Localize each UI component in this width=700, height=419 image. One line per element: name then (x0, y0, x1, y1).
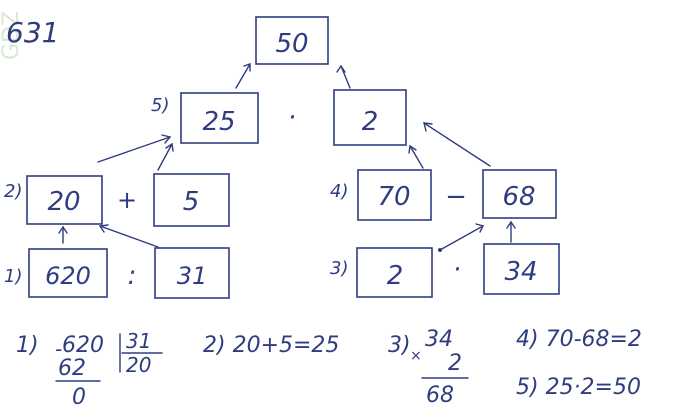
value-step3-right: 34 (504, 257, 537, 287)
label-step5: 5) (151, 95, 169, 116)
op-step4: − (445, 182, 467, 212)
solution1-dividend: 620 (62, 333, 104, 358)
solution1-quotient: 20 (126, 353, 151, 377)
box-step5-right (333, 89, 407, 146)
box-step1-left (28, 248, 108, 298)
tree-arrows (58, 63, 516, 252)
solution3-result: 68 (426, 383, 454, 408)
solution3-mult: 2 (448, 351, 462, 376)
box-step5-left (180, 92, 259, 144)
solution1-subtrahend: 62 (58, 356, 86, 381)
box-step2-right (153, 173, 230, 227)
solution-2: 2) 20+5=25 (203, 333, 339, 358)
value-step2-left: 20 (47, 187, 80, 217)
op-step2: + (117, 186, 137, 214)
arrow-2-to-68 (439, 225, 484, 251)
box-step2-left (26, 175, 103, 225)
value-step5-left: 25 (202, 107, 235, 137)
solution-1-division: 1) - 620 31 20 62 0 (16, 329, 163, 410)
box-step1-right (154, 247, 230, 299)
watermark: GDZ (0, 11, 24, 60)
solution-4: 4) 70-68=2 (516, 327, 642, 352)
label-step3: 3) (330, 258, 348, 279)
solution3-top: 34 (425, 327, 453, 352)
value-step5-right: 2 (362, 107, 379, 137)
arrow-25-to-50 (235, 63, 251, 89)
box-step3-left (356, 247, 433, 298)
value-step4-left: 70 (377, 182, 410, 212)
solution1-remainder: 0 (72, 385, 86, 410)
label-step2: 2) (4, 181, 22, 202)
box-step3-right (483, 243, 560, 295)
box-step4-right (482, 169, 557, 219)
solution-3-multiplication: 3) × 34 2 68 (388, 327, 469, 408)
solution-5: 5) 25·2=50 (516, 375, 641, 400)
solution3-times: × (410, 348, 422, 364)
value-step3-left: 2 (387, 261, 404, 291)
label-step1: 1) (4, 266, 22, 287)
arrow-5-to-25 (157, 143, 173, 171)
label-step4: 4) (330, 181, 348, 202)
solution1-minus: - (55, 337, 62, 361)
op-step3: · (453, 255, 461, 285)
arrow-70-to-2 (409, 145, 424, 169)
value-step1-left: 620 (45, 262, 91, 290)
op-step5: · (288, 103, 296, 133)
problem-number: 631 (6, 16, 59, 49)
box-step4-left (357, 169, 432, 221)
box-top (255, 16, 329, 65)
arrow-31-to-20 (99, 225, 159, 248)
value-step2-right: 5 (183, 187, 200, 217)
solution1-divisor: 31 (126, 329, 151, 353)
arrow-20-to-25 (97, 136, 171, 163)
arrow-2-to-50 (340, 65, 351, 89)
op-step1: : (128, 261, 137, 291)
solution3-label: 3) (388, 333, 411, 358)
value-top: 50 (275, 29, 308, 59)
arrow-68-to-2 (423, 122, 491, 167)
value-step1-right: 31 (177, 262, 208, 290)
solution1-label: 1) (16, 333, 39, 358)
value-step4-right: 68 (502, 182, 535, 212)
